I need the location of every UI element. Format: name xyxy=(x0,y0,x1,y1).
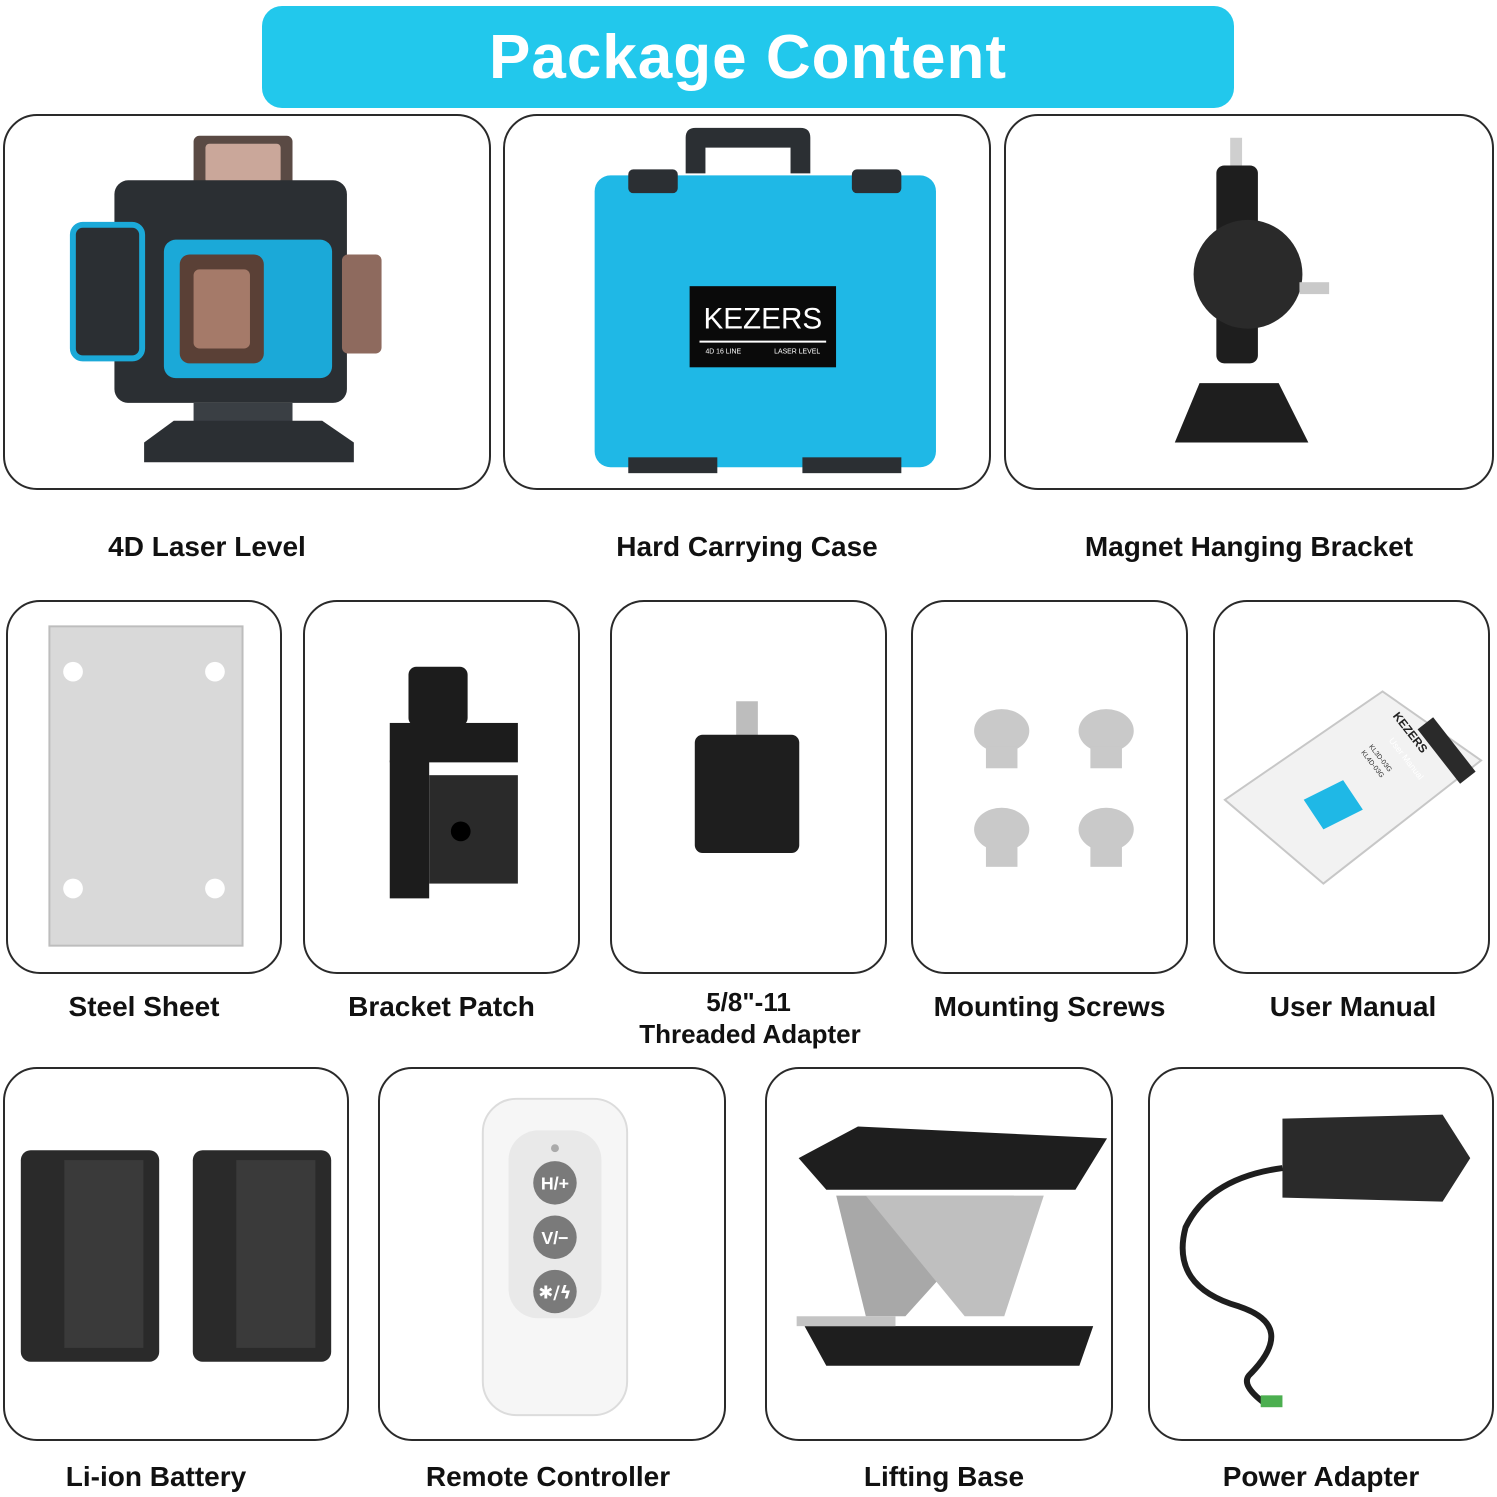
label-bracket-patch: Bracket Patch xyxy=(348,991,535,1022)
manual-icon: KEZERS User Manual KL3D-03G KL4D-03G xyxy=(1223,690,1483,885)
item-card-remote: H/+ V/− ✱/ϟ xyxy=(378,1067,726,1441)
bracket-patch-icon xyxy=(389,666,518,899)
item-card-hanging-bracket xyxy=(1004,114,1494,490)
item-card-threaded-adapter xyxy=(610,600,887,974)
item-card-lifting-base xyxy=(765,1067,1113,1441)
laser-level-icon xyxy=(69,135,382,463)
remote-icon: H/+ V/− ✱/ϟ xyxy=(481,1097,629,1417)
label-mounting-screws: Mounting Screws xyxy=(933,991,1166,1022)
remote-button-v: V/− xyxy=(541,1228,568,1248)
label-carrying-case: Hard Carrying Case xyxy=(616,531,878,562)
item-card-steel-sheet xyxy=(6,600,282,974)
item-card-power-adapter xyxy=(1148,1067,1494,1441)
case-logo-subtitle-left: 4D 16 LINE xyxy=(705,348,741,355)
package-content-banner: Package Content xyxy=(262,6,1234,108)
label-laser-level: 4D Laser Level xyxy=(108,531,306,562)
remote-button-h: H/+ xyxy=(541,1174,569,1194)
label-power-adapter: Power Adapter xyxy=(1222,1461,1420,1492)
label-steel-sheet: Steel Sheet xyxy=(68,991,220,1022)
threaded-adapter-icon xyxy=(694,701,800,854)
power-adapter-icon xyxy=(1179,1114,1471,1408)
hanging-bracket-icon xyxy=(1174,137,1330,443)
label-lifting-base: Lifting Base xyxy=(863,1461,1025,1492)
battery-icon xyxy=(20,1150,332,1362)
label-user-manual: User Manual xyxy=(1269,991,1437,1022)
item-card-laser-level xyxy=(3,114,491,490)
label-hanging-bracket: Magnet Hanging Bracket xyxy=(1084,531,1414,562)
carrying-case-icon: KEZERS 4D 16 LINE LASER LEVEL xyxy=(594,127,936,474)
lifting-base-icon xyxy=(796,1126,1108,1366)
case-logo-subtitle-right: LASER LEVEL xyxy=(774,348,820,355)
label-threaded-adapter-line1: 5/8"-11 xyxy=(706,987,791,1017)
case-logo-brand: KEZERS xyxy=(703,303,822,336)
item-card-battery xyxy=(3,1067,349,1441)
remote-button-mode: ✱/ϟ xyxy=(538,1282,571,1303)
screws-icon xyxy=(974,709,1134,867)
label-battery: Li-ion Battery xyxy=(65,1461,247,1492)
item-card-bracket-patch xyxy=(303,600,580,974)
label-threaded-adapter-line2: Threaded Adapter xyxy=(639,1019,861,1049)
steel-sheet-icon xyxy=(48,625,244,947)
item-card-carrying-case: KEZERS 4D 16 LINE LASER LEVEL xyxy=(503,114,991,490)
item-card-user-manual: KEZERS User Manual KL3D-03G KL4D-03G xyxy=(1213,600,1490,974)
item-card-mounting-screws xyxy=(911,600,1188,974)
banner-title: Package Content xyxy=(488,22,1008,92)
label-remote: Remote Controller xyxy=(425,1461,671,1492)
